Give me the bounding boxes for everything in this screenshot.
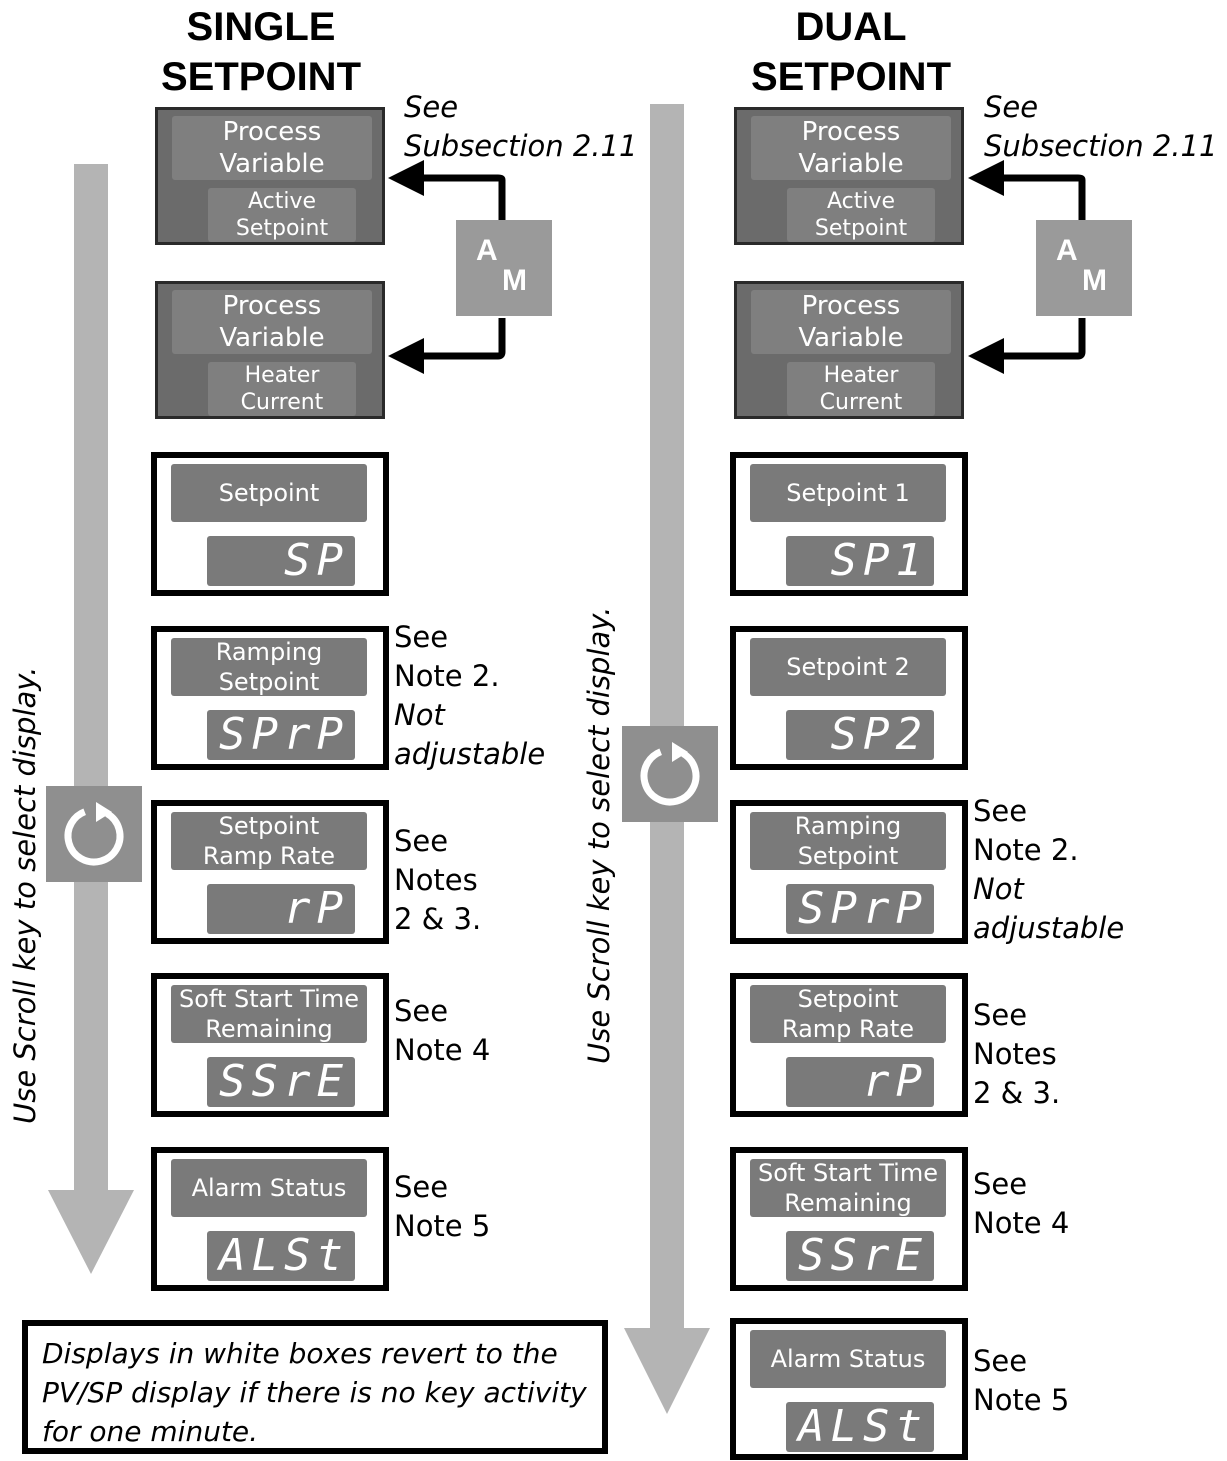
lcd-code: SP2 (786, 710, 934, 760)
lcd-code: SSrE (207, 1057, 355, 1107)
setpoint-display: Setpoint SP (151, 452, 389, 596)
display-label: Alarm Status (171, 1159, 367, 1217)
auto-letter: A (1056, 234, 1078, 267)
scroll-instruction-dual: Use Scroll key to select display. (582, 606, 616, 1064)
lcd-code: SSrE (786, 1231, 934, 1281)
scroll-down-arrow-dual (624, 104, 710, 1414)
scroll-key[interactable] (46, 786, 142, 882)
alarm-status-display: Alarm Status ALSt (730, 1318, 968, 1460)
manual-letter: M (502, 264, 527, 297)
lcd-code: rP (786, 1057, 934, 1107)
lcd-code: ALSt (207, 1231, 355, 1281)
display-label: Setpoint (171, 464, 367, 522)
auto-manual-key[interactable]: A M (1036, 220, 1132, 316)
am-toggle-arrows (968, 160, 1086, 374)
lcd-code: SPrP (786, 884, 934, 934)
dual-setpoint-title: DUAL SETPOINT (740, 2, 962, 102)
alarm-status-display: Alarm Status ALSt (151, 1147, 389, 1291)
title-line: SINGLE (186, 5, 336, 49)
setpoint-1-display: Setpoint 1 SP1 (730, 452, 968, 596)
lcd-code: SPrP (207, 710, 355, 760)
title-line: DUAL (795, 5, 907, 49)
scroll-instruction-single: Use Scroll key to select display. (8, 666, 42, 1124)
lcd-code: SP1 (786, 536, 934, 586)
title-line: SETPOINT (750, 55, 952, 99)
lcd-code: SP (207, 536, 355, 586)
scroll-key[interactable] (622, 726, 718, 822)
scroll-cycle-icon (640, 742, 700, 806)
scroll-down-arrow-single (48, 164, 134, 1274)
auto-letter: A (476, 234, 498, 267)
lcd-code: ALSt (786, 1402, 934, 1452)
lcd-code: rP (207, 884, 355, 934)
setpoint-2-display: Setpoint 2 SP2 (730, 626, 968, 770)
single-setpoint-title: SINGLE SETPOINT (150, 2, 372, 102)
scroll-cycle-icon (64, 802, 124, 866)
white-box-revert-note: Displays in white boxes revert to the PV… (22, 1320, 608, 1454)
manual-letter: M (1082, 264, 1107, 297)
title-line: SETPOINT (160, 55, 362, 99)
display-label: Setpoint 2 (750, 638, 946, 696)
display-label: Alarm Status (750, 1330, 946, 1388)
display-label: Setpoint 1 (750, 464, 946, 522)
am-toggle-arrows (388, 160, 506, 374)
auto-manual-key[interactable]: A M (456, 220, 552, 316)
